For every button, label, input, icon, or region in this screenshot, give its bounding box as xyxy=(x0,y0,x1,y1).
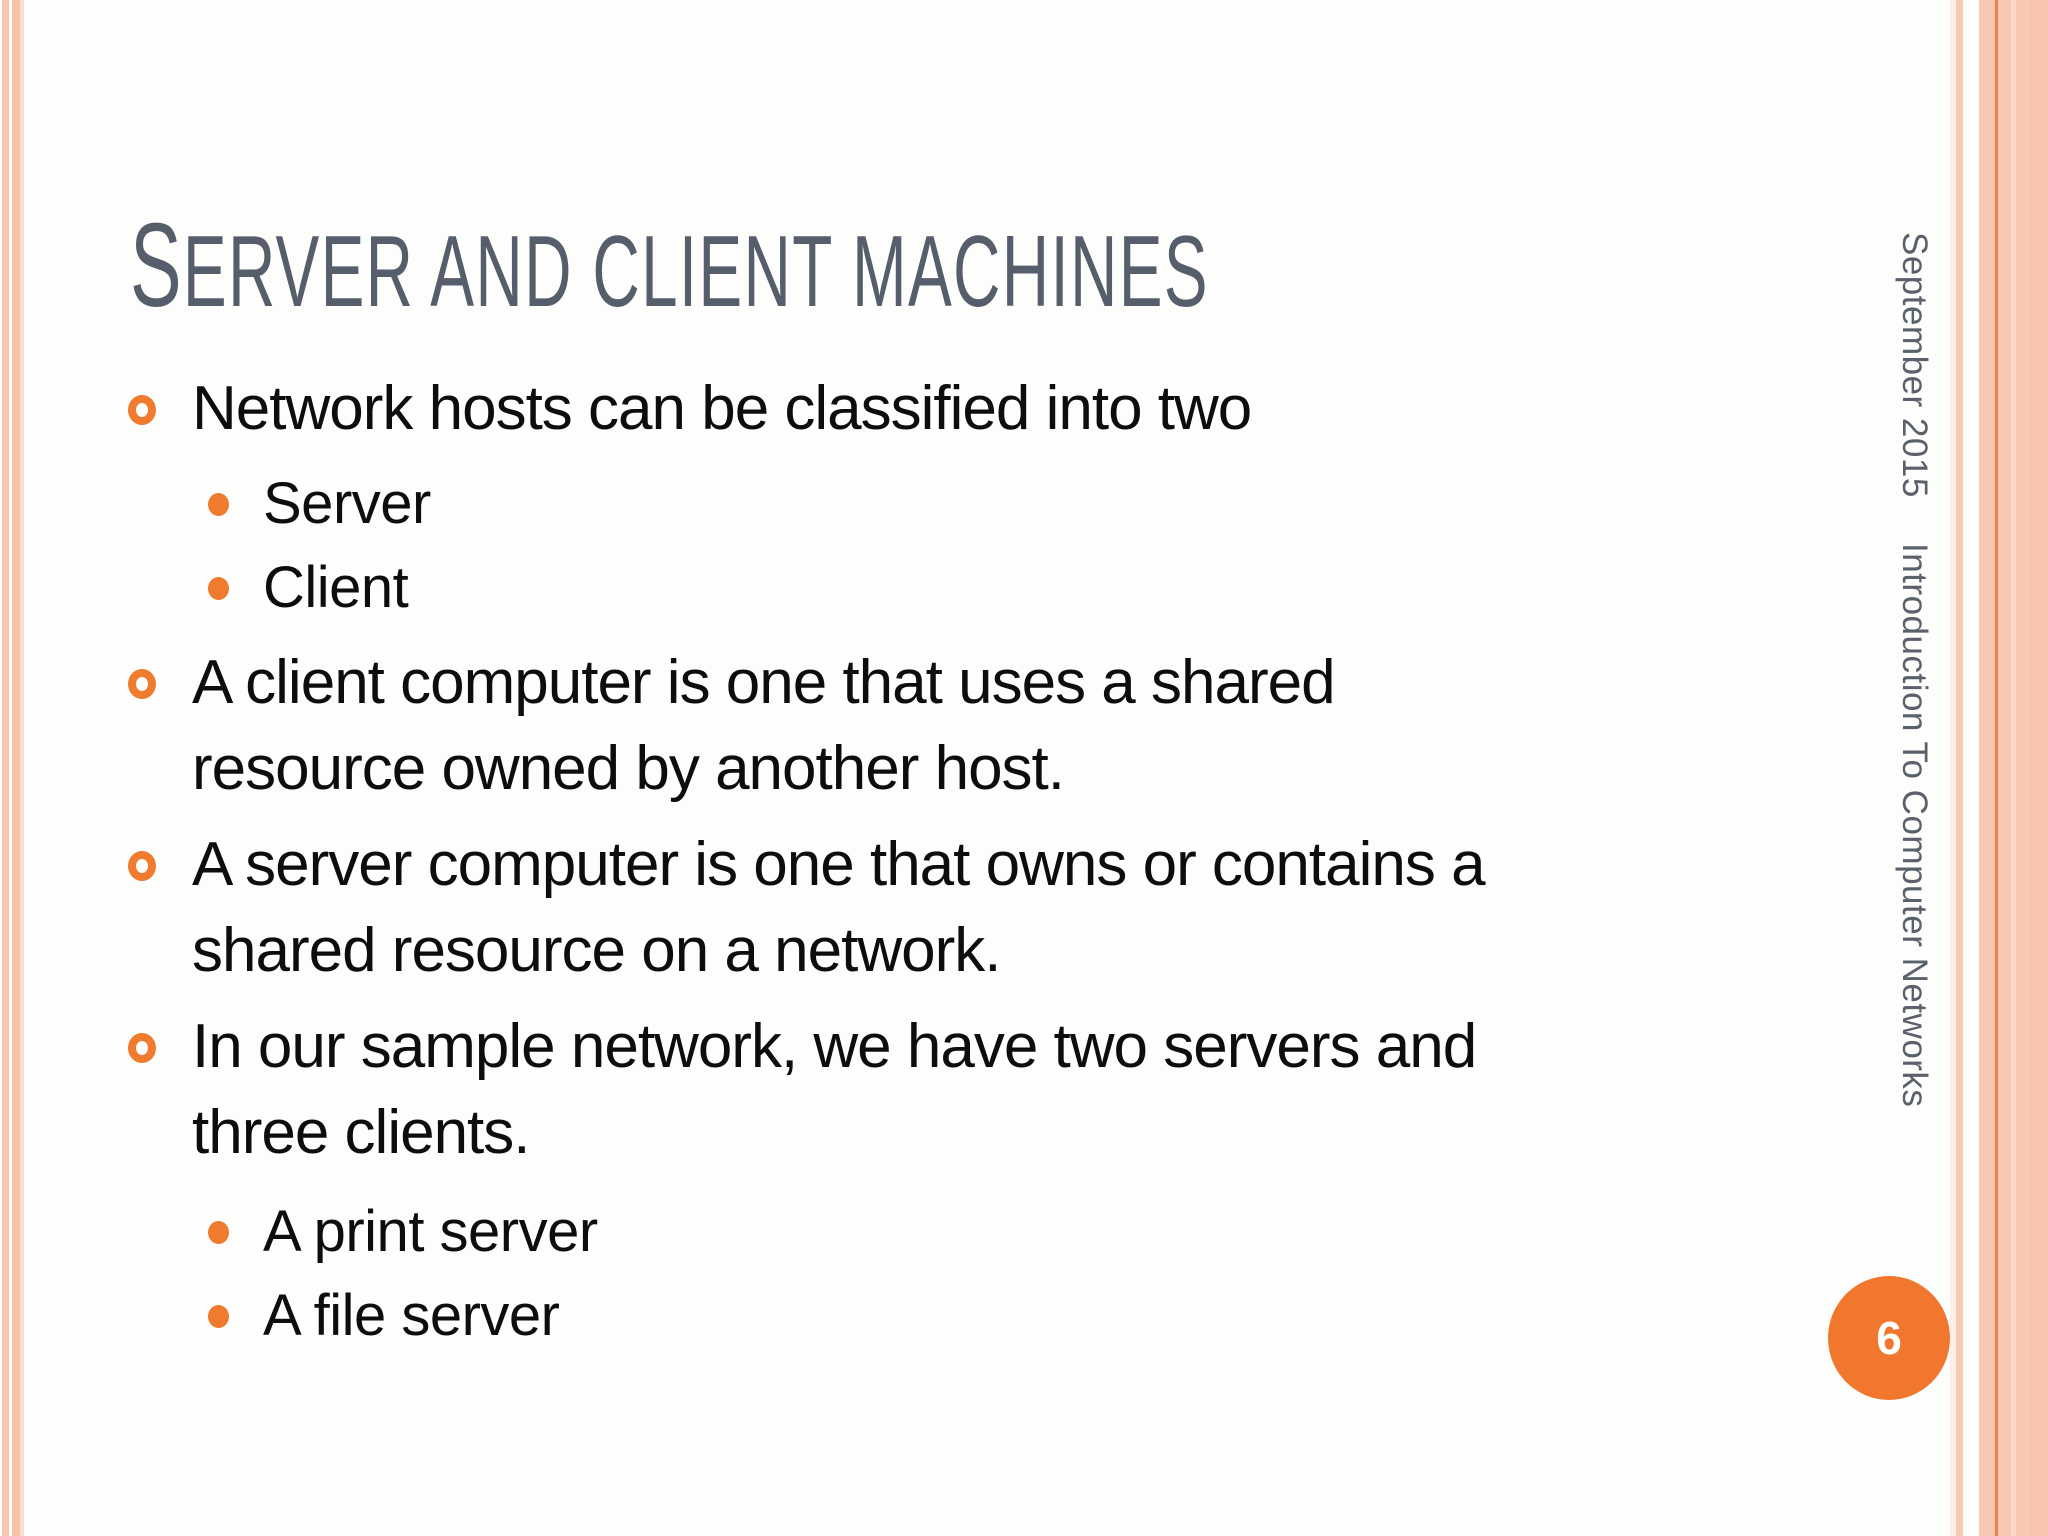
right-border-stripe xyxy=(2030,0,2048,1536)
sub-bullet-item: Server xyxy=(208,462,1708,546)
right-border-stripe xyxy=(1956,0,1963,1536)
bullet-text: A client computer is one that uses a sha… xyxy=(192,648,1336,803)
hollow-circle-bullet-icon xyxy=(128,1033,156,1063)
bullet-item: A server computer is one that owns or co… xyxy=(128,822,1708,994)
dot-bullet-icon xyxy=(208,1305,229,1328)
slide-body: Network hosts can be classified into two… xyxy=(128,366,1708,1368)
hollow-circle-bullet-icon xyxy=(128,669,156,699)
bullet-text: In our sample network, we have two serve… xyxy=(192,1012,1477,1167)
sub-bullet-text: A file server xyxy=(263,1283,560,1348)
page-number-badge: 6 xyxy=(1828,1276,1950,1400)
sidebar-course-text: Introduction To Computer Networks xyxy=(1895,543,1934,1108)
dot-bullet-icon xyxy=(208,1221,229,1244)
right-border-stripe xyxy=(1995,0,1998,1536)
sub-bullet-list: Server Client xyxy=(128,462,1708,630)
right-border-stripe xyxy=(2011,0,2016,1536)
right-border-stripe xyxy=(1950,0,1956,1536)
sub-bullet-text: Client xyxy=(263,555,409,620)
bullet-item: Network hosts can be classified into two xyxy=(128,366,1708,452)
left-border-stripe xyxy=(9,0,12,1536)
left-border-stripe xyxy=(2,0,9,1536)
left-border-stripe xyxy=(20,0,24,1536)
bullet-item: In our sample network, we have two serve… xyxy=(128,1004,1708,1176)
sub-bullet-item: Client xyxy=(208,546,1708,630)
bullet-text: A server computer is one that owns or co… xyxy=(192,830,1486,985)
hollow-circle-bullet-icon xyxy=(128,395,156,425)
dot-bullet-icon xyxy=(208,493,229,516)
bullet-text: Network hosts can be classified into two xyxy=(192,374,1252,443)
page-number: 6 xyxy=(1876,1312,1902,1364)
sub-bullet-text: Server xyxy=(263,471,431,536)
left-border-stripe xyxy=(0,0,2,1536)
dot-bullet-icon xyxy=(208,577,229,600)
slide-title: SERVER AND CLIENT MACHINES xyxy=(130,206,1209,356)
slide-title-rest: ERVER AND CLIENT MACHINES xyxy=(182,216,1209,328)
sub-bullet-item: A file server xyxy=(208,1274,1708,1358)
slide-title-initial: S xyxy=(130,199,183,332)
left-border-stripe xyxy=(12,0,20,1536)
hollow-circle-bullet-icon xyxy=(128,851,156,881)
sub-bullet-text: A print server xyxy=(263,1199,598,1264)
right-border-stripe xyxy=(1963,0,1979,1536)
sub-bullet-list: A print server A file server xyxy=(128,1190,1708,1358)
sub-bullet-item: A print server xyxy=(208,1190,1708,1274)
sidebar-date-text: September 2015 xyxy=(1895,232,1934,498)
bullet-item: A client computer is one that uses a sha… xyxy=(128,640,1708,812)
